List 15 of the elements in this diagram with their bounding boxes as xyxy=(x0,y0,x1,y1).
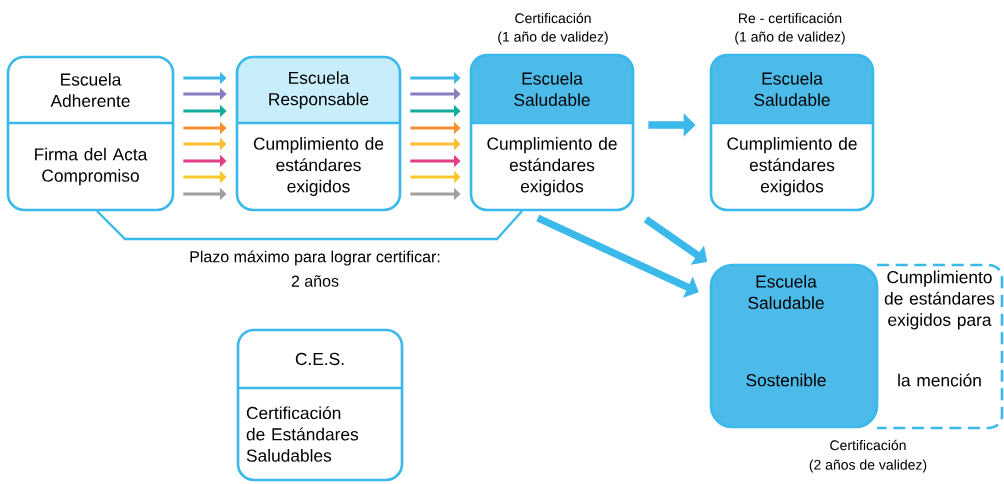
stage-box: Escuela Saludable Cumplimiento de estándares exigidos xyxy=(709,53,875,212)
caption-text: (1 año de validez) xyxy=(498,31,608,45)
dashed-box: Cumplimiento de estándares exigidos para la mención xyxy=(877,263,1004,430)
caption-text: Certificación xyxy=(830,439,906,451)
stage-box: Escuela Adherente Firma del Acta Compromiso xyxy=(6,55,175,212)
stage-box: C.E.S. Certificación de Estándares Saludables xyxy=(236,328,404,482)
caption-text: Certificación xyxy=(515,12,591,24)
note-text: Plazo máximo para lograr certificar: xyxy=(190,250,440,266)
note-text: 2 años xyxy=(291,275,339,287)
caption-text: (2 años de validez) xyxy=(809,459,927,473)
stage-box: Escuela Responsable Cumplimiento de estándares exigidos xyxy=(235,55,402,212)
caption-text: Re - certificación xyxy=(739,12,842,24)
stage-box: Escuela Saludable Cumplimiento de estándares exigidos xyxy=(469,53,635,212)
caption-text: (1 año de validez) xyxy=(735,31,845,45)
stage-box: Escuela Saludable Sostenible xyxy=(709,263,879,429)
